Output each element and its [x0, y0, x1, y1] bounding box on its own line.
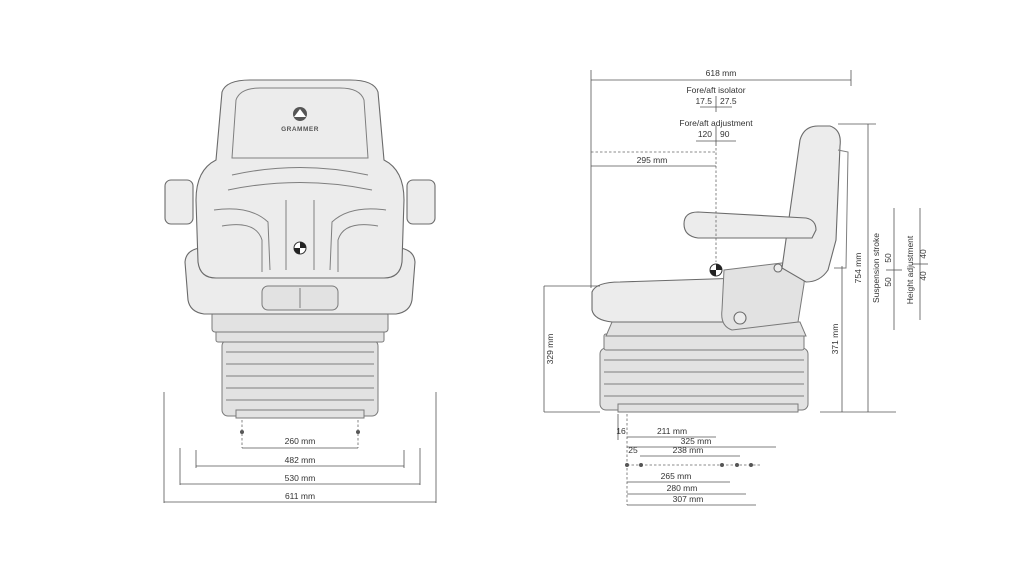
front-reference-point-icon — [293, 241, 307, 255]
adjust-value-a: 120 — [698, 129, 712, 139]
dim-25: 25 — [628, 445, 638, 455]
dim-280: 280 mm — [667, 483, 698, 493]
stroke-value-b: 50 — [883, 277, 893, 287]
dim-307: 307 mm — [673, 494, 704, 504]
front-dimension-lines — [163, 392, 437, 503]
suspension-stroke-label: Suspension stroke — [871, 233, 881, 303]
grammer-logo: GRAMMER — [281, 107, 319, 133]
dim-325: 325 mm — [681, 436, 712, 446]
side-view: 618 mm Fore/aft isolator 17.5 27.5 Fore/… — [543, 68, 928, 506]
mount-hole-left — [240, 430, 244, 434]
front-seat-frame — [211, 311, 389, 333]
headrest-outline — [231, 87, 369, 159]
isolator-value-b: 27.5 — [720, 96, 737, 106]
side-dimension-lines — [543, 70, 928, 506]
side-backrest — [781, 125, 841, 283]
dim-611: 611 mm — [285, 491, 315, 501]
front-suspension-bellows — [215, 329, 385, 419]
dim-238: 238 mm — [673, 445, 704, 455]
fore-aft-adjustment-label: Fore/aft adjustment — [679, 118, 753, 128]
adjust-value-b: 90 — [720, 129, 730, 139]
left-armrest — [164, 179, 194, 225]
dim-295: 295 mm — [637, 155, 668, 165]
height-value-b: 40 — [918, 271, 928, 281]
dim-482: 482 mm — [285, 455, 316, 465]
side-armrest — [683, 211, 817, 239]
front-view: GRAMMER 260 mm 482 mm 530 mm 61 — [163, 79, 437, 503]
height-value-a: 40 — [918, 249, 928, 259]
side-suspension-bellows — [599, 333, 809, 413]
side-reference-point-icon — [709, 263, 723, 277]
dim-16: 16 — [616, 426, 626, 436]
dim-265: 265 mm — [661, 471, 692, 481]
fore-aft-isolator-label: Fore/aft isolator — [686, 85, 745, 95]
height-adjustment-label: Height adjustment — [905, 235, 915, 304]
dim-530: 530 mm — [285, 473, 316, 483]
dim-260: 260 mm — [285, 436, 316, 446]
dim-371: 371 mm — [830, 324, 840, 355]
dim-754: 754 mm — [853, 253, 863, 284]
isolator-value-a: 17.5 — [695, 96, 712, 106]
mount-hole-right — [356, 430, 360, 434]
dim-618: 618 mm — [706, 68, 737, 78]
dim-329: 329 mm — [545, 334, 555, 365]
front-backrest — [195, 79, 405, 279]
stroke-value-a: 50 — [883, 253, 893, 263]
dim-211: 211 mm — [657, 426, 687, 436]
grammer-logo-text: GRAMMER — [281, 126, 319, 133]
right-armrest — [406, 179, 436, 225]
